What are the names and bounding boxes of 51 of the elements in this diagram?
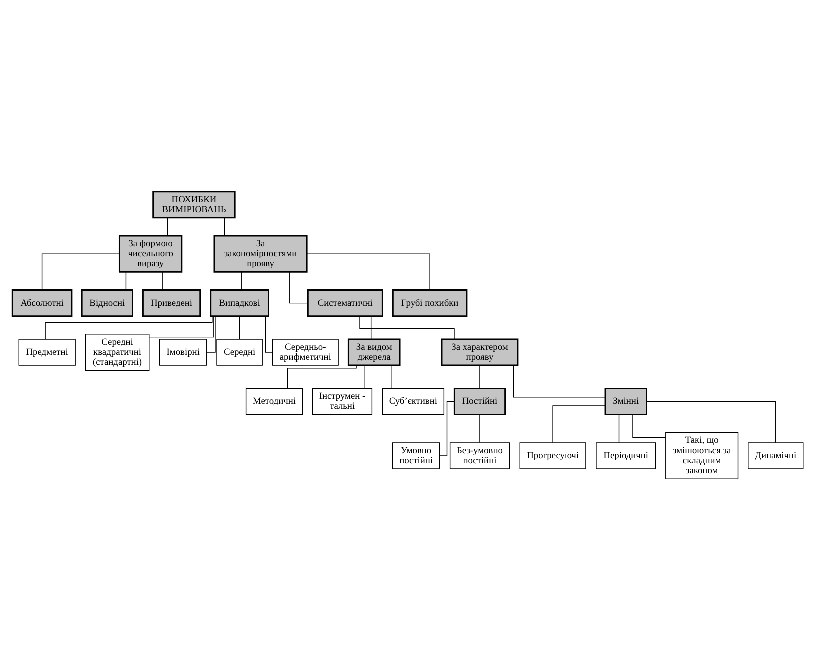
node-box: Динамічні xyxy=(748,442,804,469)
connector xyxy=(439,400,454,456)
connector xyxy=(289,272,308,304)
node-box: Середні квадратичні (стандартні) xyxy=(84,334,150,370)
node-box: Грубі похибки xyxy=(392,289,468,317)
node-box: За видом джерела xyxy=(347,338,400,366)
node-box: Змінні xyxy=(604,387,647,415)
node-box: Середні xyxy=(216,338,262,366)
connector xyxy=(41,253,120,290)
node-box: Без-умовно постійні xyxy=(449,442,510,469)
node-box: Суб’єктивні xyxy=(382,388,444,415)
connector xyxy=(206,316,216,352)
node-box: За формою чисельного виразу xyxy=(118,234,182,272)
connector xyxy=(632,414,666,438)
connector xyxy=(618,414,620,443)
connector xyxy=(238,316,240,340)
node-box: ПОХИБКИ ВИМІРЮВАНЬ xyxy=(152,190,236,218)
node-box: Систематичні xyxy=(306,289,383,317)
node-box: За закономірностями прояву xyxy=(213,234,308,272)
connector xyxy=(479,364,480,388)
connector xyxy=(306,253,430,290)
node-box: Інструмен - тальні xyxy=(312,388,372,415)
node-box: Предметні xyxy=(18,338,76,366)
connector xyxy=(552,405,606,443)
connector xyxy=(44,316,212,340)
connector xyxy=(166,217,168,236)
connector xyxy=(286,364,356,388)
node-box: Відносні xyxy=(80,289,133,317)
node-box: Прогресуючі xyxy=(519,442,586,469)
node-box: Методичні xyxy=(245,388,303,415)
node-box: Такі, що змінюються за складним законом xyxy=(665,432,738,479)
connector xyxy=(479,414,480,443)
node-box: Постійні xyxy=(453,387,506,415)
connector xyxy=(148,316,214,338)
node-box: За характером прояву xyxy=(440,338,518,366)
connector xyxy=(512,364,606,398)
connector xyxy=(224,217,225,236)
node-box: Абсолютні xyxy=(11,289,72,317)
node-box: Приведені xyxy=(142,289,201,317)
node-box: Випадкові xyxy=(210,289,269,317)
connector xyxy=(646,400,776,443)
node-box: Імовірні xyxy=(159,338,207,366)
connector xyxy=(390,364,392,388)
connector xyxy=(125,272,126,290)
node-box: Середньо-арифметичні xyxy=(272,338,338,366)
node-box: Умовно постійні xyxy=(392,442,440,469)
connector xyxy=(264,316,272,352)
connector xyxy=(359,316,454,340)
connector xyxy=(370,316,372,340)
node-box: Періодичні xyxy=(596,442,656,469)
connector xyxy=(240,272,242,290)
